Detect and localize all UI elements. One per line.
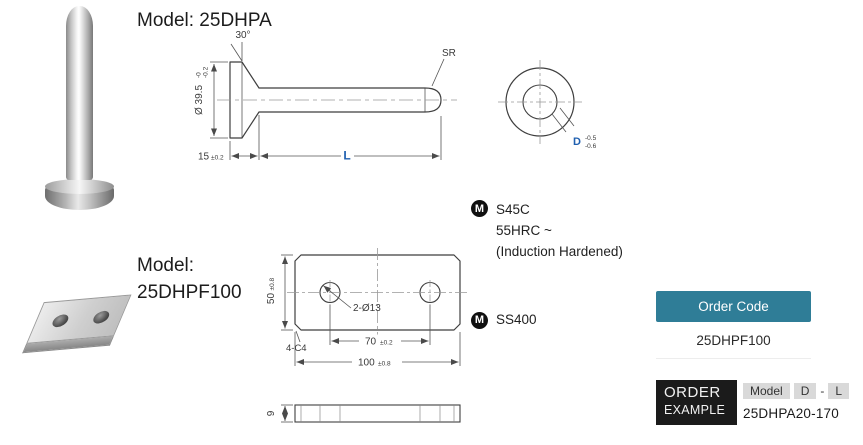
plate-model-title: Model: 25DHPF100 [137, 252, 242, 306]
order-format-row: Model D - L [743, 383, 850, 399]
pin-d-label: D [573, 136, 581, 148]
width-label-mask [352, 355, 402, 368]
plate-height-dim [281, 254, 293, 331]
pin-3d-flange-top [45, 179, 114, 194]
sr-leader-line [431, 58, 445, 87]
plate-pitch-tol: ±0.2 [380, 340, 393, 347]
plate-drawing: 50 ±0.8 2-Ø13 70 ±0.2 100 ±0.8 4-C4 [266, 248, 468, 423]
plate-holes-label: 2-Ø13 [353, 303, 381, 314]
order-chip-dash: - [820, 384, 825, 398]
pin-material-grade: S45C [496, 202, 530, 217]
pin-head-width-label: 15 [198, 152, 210, 163]
pin-diameter-label: Ø 39.5 [194, 85, 205, 115]
order-example-box: ORDER EXAMPLE [656, 380, 737, 425]
plate-model-title-line1: Model: [137, 255, 195, 276]
plate-material: M SS400 [471, 309, 537, 330]
pin-length-dims [229, 115, 442, 160]
pin-material-treatment: (Induction Hardened) [496, 244, 623, 259]
plate-model-title-line2: 25DHPF100 [137, 282, 242, 303]
pin-head-width-tol: ±0.2 [211, 155, 224, 162]
chamfer-leader-line [295, 330, 301, 343]
plate-thickness-dim [281, 404, 293, 423]
order-example-code: 25DHPA20-170 [743, 406, 839, 421]
pin-model-title: Model: 25DHPA [137, 10, 272, 31]
pin-diameter-dim [210, 61, 228, 139]
order-chip-l: L [828, 383, 850, 399]
plate-3d-hole [50, 313, 71, 328]
plate-thickness-label: 9 [266, 410, 277, 416]
pin-length-label: L [343, 149, 350, 163]
plate-width-label: 100 [358, 358, 375, 369]
pin-angle-label: 30° [235, 30, 250, 41]
holes-leader-line [323, 285, 352, 309]
order-example-line1: ORDER [664, 384, 721, 401]
material-m-icon: M [471, 311, 488, 329]
pin-3d-render [38, 6, 122, 214]
material-m-icon: M [471, 200, 488, 217]
pin-drawing: 30° Ø 39.5 -0 -0.2 15 ±0.2 L SR [194, 30, 597, 163]
pin-material-hardness: 55HRC ~ [496, 223, 552, 238]
pin-outline [229, 61, 442, 139]
length-label-mask [341, 148, 354, 161]
pin-end-view [498, 60, 582, 144]
order-example-line2: EXAMPLE [664, 403, 726, 417]
pin-angle-callout [230, 42, 243, 62]
plate-material-grade: SS400 [496, 312, 537, 327]
plate-height-label: 50 [266, 293, 277, 305]
pin-material: M S45C 55HRC ~ (Induction Hardened) [471, 199, 623, 262]
order-code-header: Order Code [656, 291, 811, 322]
pin-d-tol-lower: -0.6 [585, 143, 597, 150]
order-chip-model: Model [743, 383, 790, 399]
pin-d-tol-upper: -0.5 [585, 135, 597, 142]
plate-pitch-label: 70 [365, 337, 377, 348]
pin-diameter-tol-lower: -0.2 [203, 66, 210, 78]
pin-sr-label: SR [442, 48, 456, 59]
plate-3d-hole [91, 310, 112, 325]
pin-3d-shaft [66, 6, 93, 180]
plate-side-view [294, 404, 461, 423]
pitch-label-mask [359, 334, 401, 347]
order-code-value: 25DHPF100 [656, 333, 811, 359]
pin-diameter-tol-upper: -0 [196, 72, 203, 78]
order-chip-d: D [793, 383, 817, 399]
plate-chamfer-label: 4-C4 [286, 343, 307, 354]
plate-height-tol: ±0.8 [269, 278, 276, 291]
plate-3d-top-face [26, 294, 132, 344]
plate-centerlines [287, 248, 468, 338]
order-code-header-label: Order Code [698, 299, 769, 314]
plate-3d-render [7, 289, 133, 377]
plate-width-tol: ±0.8 [378, 361, 391, 368]
